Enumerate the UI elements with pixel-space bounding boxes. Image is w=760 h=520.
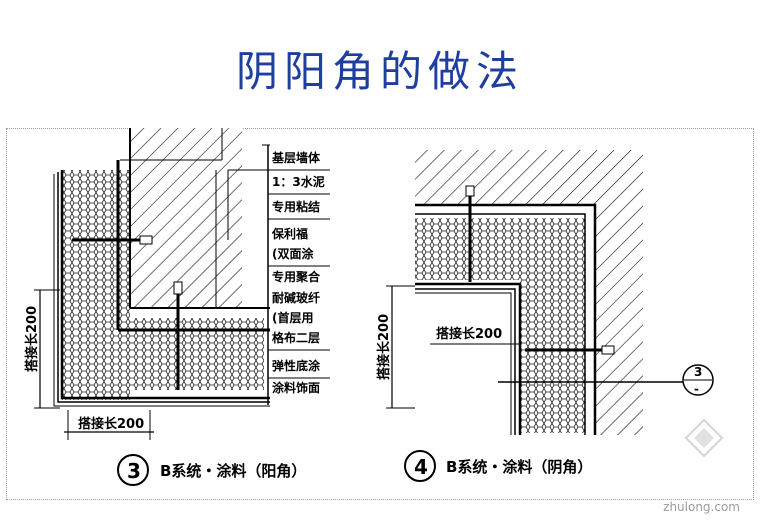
legend-item: (双面涂 [272,246,314,261]
right-detail-caption: B系统・涂料（阴角） [446,458,592,476]
right-detail-number: 4 [414,455,428,479]
left-dim-vertical: 搭接长200 [24,306,40,372]
slide-title: 阴阳角的做法 [235,47,524,96]
legend-item: (首层用 [272,310,314,325]
right-insulation-vertical [520,218,585,433]
legend-item: 保利福 [271,226,308,241]
right-wall-hatch-side [595,150,643,435]
left-detail-number-circle [117,454,149,486]
legend-item: 专用粘结 [272,199,320,214]
left-detail-outside-corner: 搭接长200 搭接长200 基层墙体 1：3水泥 专用粘结 保利福 (双面涂 专… [24,128,330,486]
left-legend: 基层墙体 1：3水泥 专用粘结 保利福 (双面涂 专用聚合 耐碱玻纤 (首层用 … [268,150,330,395]
legend-item: 基层墙体 [271,150,321,165]
legend-item: 专用聚合 [272,269,321,284]
legend-item: 涂料饰面 [272,380,320,395]
left-detail-number: 3 [127,459,141,483]
legend-item: 格布二层 [272,330,320,345]
legend-item: 1：3水泥 [272,174,325,189]
right-section-ref-top: 3 [694,365,702,379]
left-dim-horizontal: 搭接长200 [78,416,144,432]
zhulong-logo [684,418,724,458]
watermark: zhulong.com [663,500,740,514]
right-section-ref-bottom: - [694,382,699,396]
left-detail-caption: B系统・涂料（阳角） [160,462,306,480]
left-wall-hatch [130,128,242,308]
right-detail-number-circle [404,450,436,482]
right-wall-hatch-top [415,150,630,205]
right-detail-inside-corner: 搭接长200 搭接长200 3 - 4 B系统・涂料（阴角） [376,150,714,482]
right-dim-label: 搭接长200 [436,326,502,342]
right-dim-vertical: 搭接长200 [376,314,392,380]
legend-item: 弹性底涂 [272,358,321,373]
legend-item: 耐碱玻纤 [272,290,320,305]
